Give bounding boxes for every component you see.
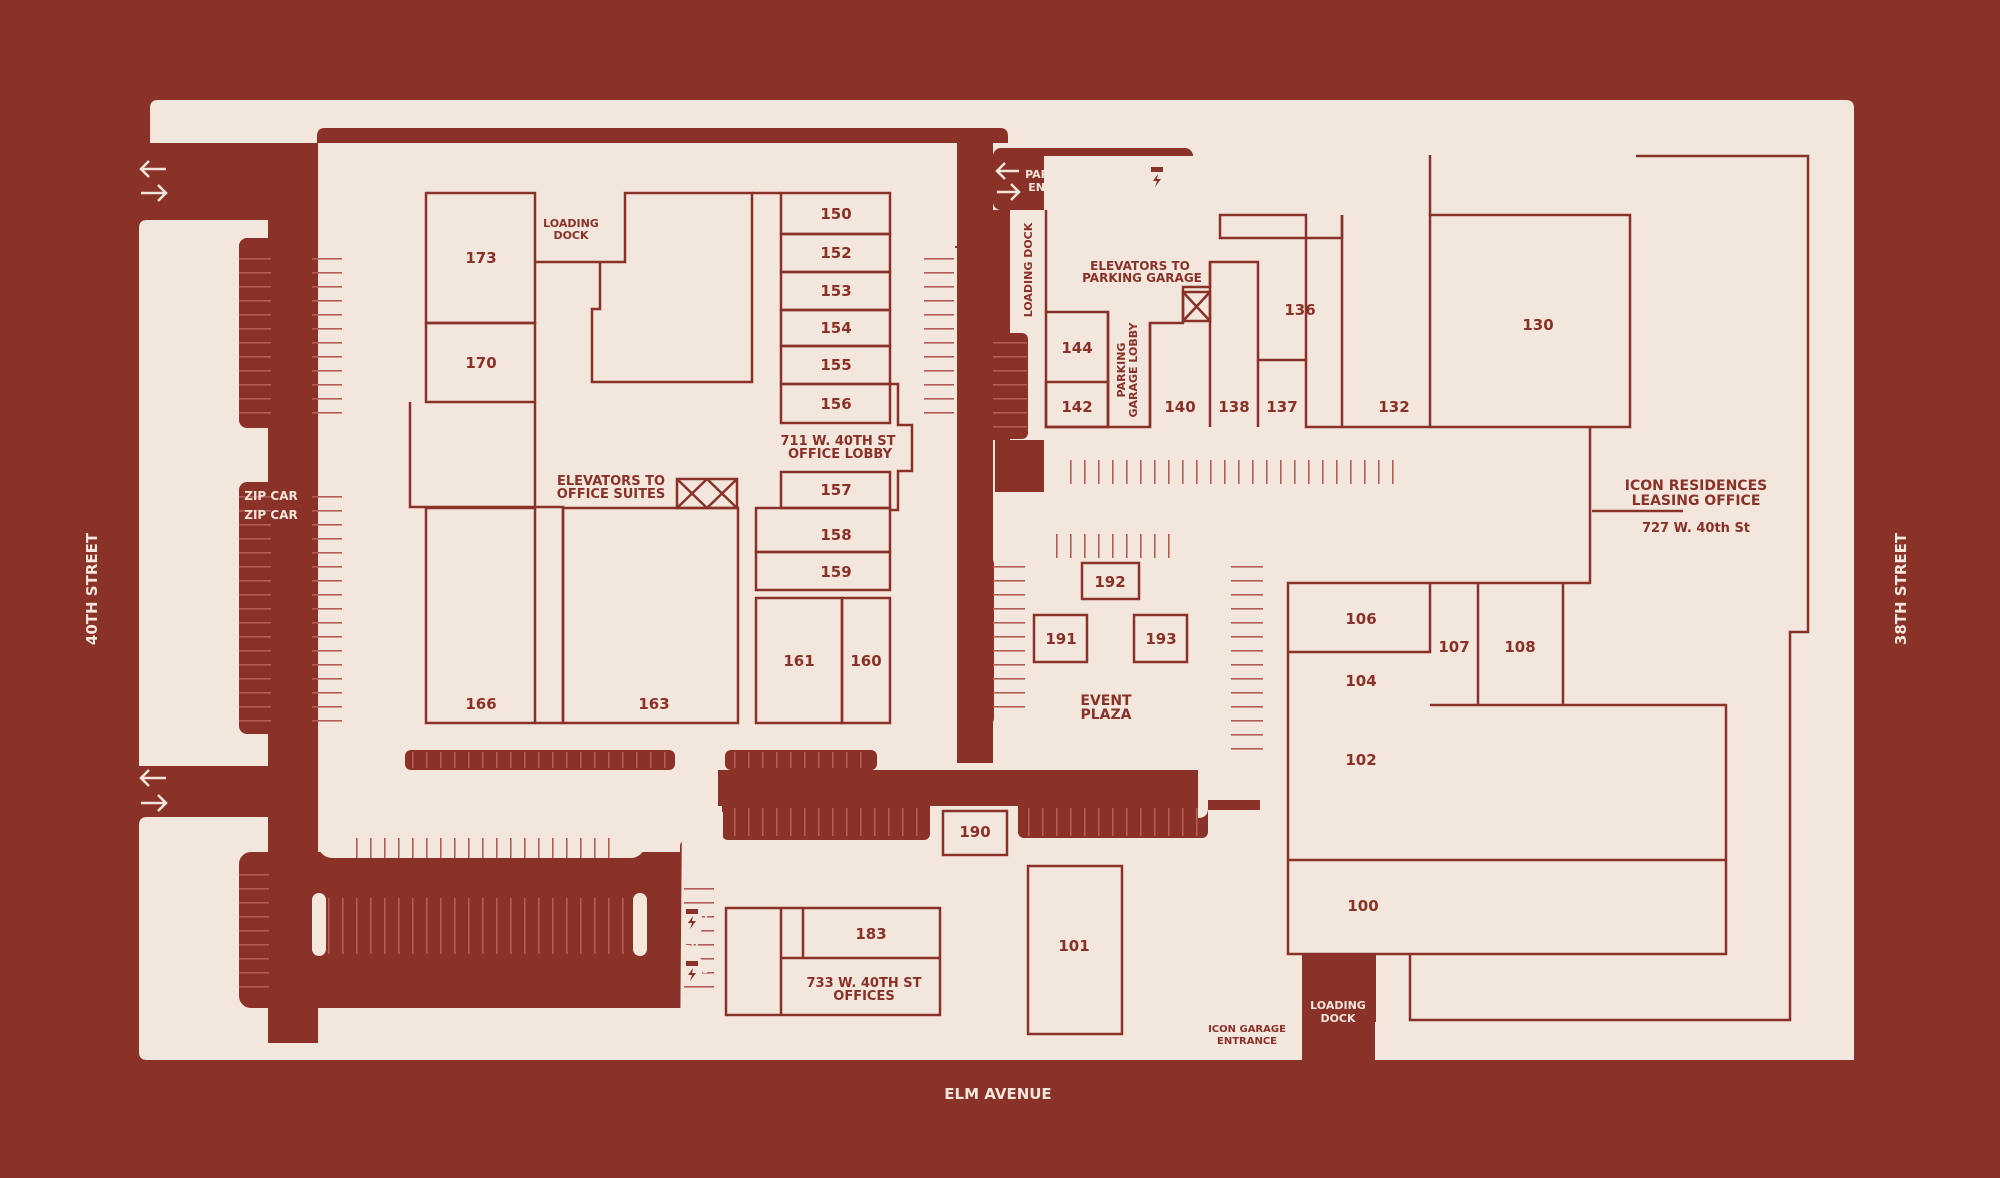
unit-193: 193	[1145, 630, 1176, 648]
garage-lobby-label: GARAGE LOBBY	[1127, 321, 1140, 417]
street-label-west: 40TH STREET	[83, 532, 101, 645]
unit-138: 138	[1218, 398, 1249, 416]
unit-136: 136	[1284, 301, 1315, 319]
unit-170: 170	[465, 354, 496, 372]
unit-190: 190	[959, 823, 990, 841]
unit-142: 142	[1061, 398, 1092, 416]
unit-150: 150	[820, 205, 851, 223]
unit-158: 158	[820, 526, 851, 544]
unit-183: 183	[855, 925, 886, 943]
elevators-label: OFFICE SUITES	[557, 487, 665, 502]
loading-dock-label: LOADING	[543, 217, 599, 230]
unit-157: 157	[820, 481, 851, 499]
zipcar-label: ZIP CAR	[244, 489, 297, 503]
garage-lobby-label: PARKING	[1115, 343, 1128, 398]
elevators-label: PARKING GARAGE	[1082, 271, 1202, 285]
garage-entrance-label: ENTRANCE/EXIT	[1028, 181, 1126, 194]
ev-label: EV	[683, 940, 700, 953]
unit-101: 101	[1058, 937, 1089, 955]
zipcar-label: ZIP CAR	[244, 508, 297, 522]
unit-numbers: 173 170 166 163 150 152 153 154 155 156 …	[465, 205, 1553, 955]
parking-stripes	[239, 250, 1400, 996]
event-plaza-label: PLAZA	[1080, 707, 1131, 723]
event-plaza-label: EVENT	[1080, 693, 1132, 709]
unit-104: 104	[1345, 672, 1376, 690]
lobby-label: 711 W. 40TH ST	[780, 434, 895, 449]
building-event-plaza	[994, 530, 1194, 770]
unit-159: 159	[820, 563, 851, 581]
unit-154: 154	[820, 319, 851, 337]
unit-155: 155	[820, 356, 851, 374]
unit-191: 191	[1045, 630, 1076, 648]
garage-entrance-label: PARKING GARAGE	[1025, 168, 1135, 181]
building-south	[680, 776, 1854, 1060]
unit-144: 144	[1061, 339, 1092, 357]
unit-130: 130	[1522, 316, 1553, 334]
leasing-office-address: 727 W. 40th St	[1642, 521, 1750, 536]
unit-108: 108	[1504, 638, 1535, 656]
unit-173: 173	[465, 249, 496, 267]
street-label-south: ELM AVENUE	[944, 1085, 1051, 1103]
unit-163: 163	[638, 695, 669, 713]
loading-dock-label: LOADING	[1310, 999, 1366, 1012]
unit-192: 192	[1094, 573, 1125, 591]
unit-106: 106	[1345, 610, 1376, 628]
unit-outlines	[408, 154, 1810, 1036]
garage-entrance-label: ICON GARAGE	[1208, 1024, 1286, 1035]
unit-153: 153	[820, 282, 851, 300]
unit-156: 156	[820, 395, 851, 413]
loading-dock-label: LOADING DOCK	[1022, 222, 1035, 317]
elevators-label: ELEVATORS TO	[1090, 259, 1190, 273]
lobby-label: OFFICE LOBBY	[788, 447, 893, 462]
arrow-left-icon	[139, 160, 1019, 787]
offices-label: OFFICES	[833, 989, 894, 1004]
unit-161: 161	[783, 652, 814, 670]
loading-dock-label: DOCK	[553, 229, 589, 242]
unit-107: 107	[1438, 638, 1469, 656]
unit-160: 160	[850, 652, 881, 670]
loading-dock-label: DOCK	[1320, 1012, 1356, 1025]
ev-label: EV	[1171, 183, 1188, 196]
unit-137: 137	[1266, 398, 1297, 416]
leasing-office-label: ICON RESIDENCES	[1625, 478, 1767, 494]
street-label-east: 38TH STREET	[1892, 532, 1910, 645]
unit-166: 166	[465, 695, 496, 713]
unit-102: 102	[1345, 751, 1376, 769]
unit-132: 132	[1378, 398, 1409, 416]
unit-140: 140	[1164, 398, 1195, 416]
elevators-label: ELEVATORS TO	[557, 474, 665, 489]
arrow-right-icon	[141, 183, 1021, 812]
unit-152: 152	[820, 244, 851, 262]
leasing-office-label: LEASING OFFICE	[1632, 493, 1761, 509]
building-east	[1044, 156, 1809, 1022]
garage-entrance-label: ENTRANCE	[1217, 1036, 1277, 1047]
unit-100: 100	[1347, 897, 1378, 915]
offices-label: 733 W. 40TH ST	[806, 976, 921, 991]
